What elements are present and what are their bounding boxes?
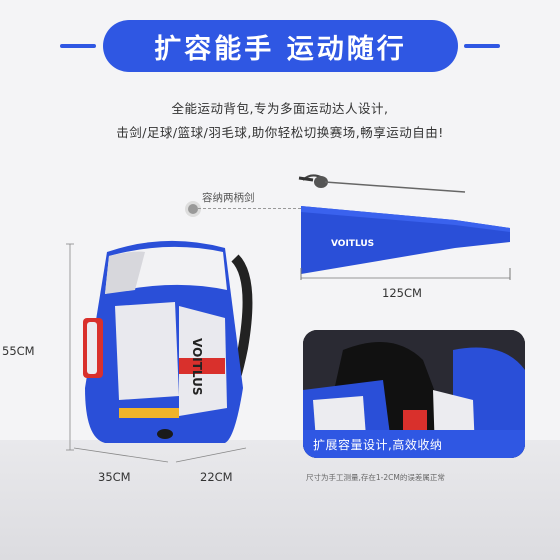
bag-depth-label: 22CM [200,470,233,484]
description-line-1: 全能运动背包,专为多面运动达人设计, [171,101,389,116]
banner-left-line [60,44,96,48]
header-banner: 扩容能手 运动随行 [103,20,458,72]
detail-caption-bar: 扩展容量设计,高效收纳 [303,430,525,458]
bag-height-label: 55CM [2,344,35,358]
header-title: 扩容能手 运动随行 [154,33,407,65]
sword-and-case-illustration: VOITLUS [298,174,511,280]
floor-background [0,440,560,560]
description-line-2: 击剑/足球/篮球/羽毛球,助你轻松切换赛场,畅享运动自由! [116,125,444,140]
measurement-footnote: 尺寸为手工测量,存在1-2CM的误差属正常 [306,473,445,482]
backpack-illustration: VOITLUS [83,240,253,443]
sword-case: VOITLUS [301,206,510,274]
dimension-guides [66,243,247,463]
detail-caption-text: 扩展容量设计,高效收纳 [313,437,443,452]
bag-width-label: 35CM [98,470,131,484]
case-brand-logo: VOITLUS [331,239,374,249]
callout-dot [188,204,198,214]
backpack-brand-logo: VOITLUS [190,338,204,396]
callout-label: 容纳两柄剑 [202,192,255,204]
banner-right-line [464,44,500,48]
callout-line [198,208,306,209]
case-length-label: 125CM [382,286,422,300]
sword-icon [298,174,466,193]
